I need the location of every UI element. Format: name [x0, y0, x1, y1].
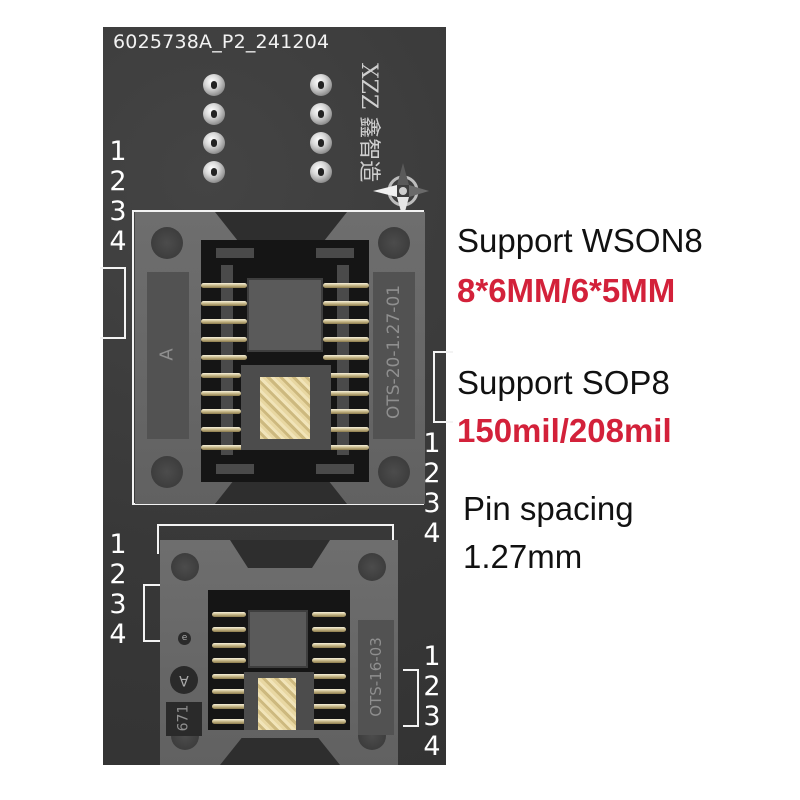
lower-thermal-pad	[258, 678, 296, 730]
lower-latch-bottom	[220, 738, 340, 765]
pin-number: 1	[109, 136, 127, 167]
wson8-chip	[247, 278, 323, 352]
corner-hole	[151, 456, 183, 488]
pin-number: 3	[423, 701, 441, 732]
adapter-board: 6025738A_P2_241204 XZZ 鑫智造 1 2 3 4	[100, 27, 453, 765]
spec-sop8-sizes: 150mil/208mil	[457, 412, 672, 449]
lower-wson8-chip	[248, 610, 308, 668]
corner-hole	[358, 553, 386, 581]
lower-model-text: OTS-16-03	[367, 637, 385, 717]
spec-pin-spacing-title: Pin spacing	[463, 490, 634, 527]
pin-number: 1	[423, 428, 441, 459]
board-part-number: 6025738A_P2_241204	[113, 31, 330, 53]
pin-number: 3	[109, 589, 127, 620]
contact-pin	[203, 103, 225, 125]
pin-rail	[337, 265, 349, 455]
pin1-marker-left-lower	[143, 584, 163, 642]
contact-pin	[310, 74, 332, 96]
brand-logo-latin: XZZ	[356, 63, 381, 110]
corner-hole	[378, 227, 410, 259]
pin-number: 3	[423, 488, 441, 519]
pin-number: 2	[423, 671, 441, 702]
pin-number: 2	[109, 559, 127, 590]
spec-wson8-title: Support WSON8	[457, 222, 703, 259]
pin-rail	[216, 464, 254, 474]
lower-code-label: 671	[166, 702, 202, 736]
pin-number: 2	[109, 166, 127, 197]
contact-pin	[203, 132, 225, 154]
pin-number: 4	[109, 619, 127, 650]
sop8-body	[241, 365, 331, 450]
lower-latch-top	[230, 540, 330, 568]
spec-pin-spacing-value: 1.27mm	[463, 538, 583, 575]
lower-mark-a: A	[170, 666, 198, 694]
lower-socket-outline	[157, 524, 394, 554]
lower-code-text: 671	[175, 704, 192, 732]
pin-rail	[316, 464, 354, 474]
pin1-marker-left	[100, 267, 126, 339]
pin-number: 1	[109, 529, 127, 560]
spec-wson8-sizes: 8*6MM/6*5MM	[457, 272, 676, 309]
lower-mark-e: e	[178, 632, 191, 645]
spec-sop8-title: Support SOP8	[457, 364, 670, 401]
pin1-marker-right-lower	[403, 669, 419, 727]
contact-pin	[310, 132, 332, 154]
corner-hole	[378, 456, 410, 488]
upper-socket-outline	[132, 210, 424, 505]
pin-rail	[316, 248, 354, 258]
pin-number: 4	[109, 226, 127, 257]
upper-model-text: OTS-20-1.27-01	[384, 284, 404, 419]
contact-pin	[203, 161, 225, 183]
upper-socket: A OTS-20-1.27-01	[135, 212, 425, 504]
pin-number: 3	[109, 196, 127, 227]
upper-side-mark-text: A	[156, 348, 178, 361]
upper-model-label: OTS-20-1.27-01	[373, 272, 415, 439]
thermal-pad	[260, 377, 310, 439]
pin-rail	[221, 265, 233, 455]
upper-side-mark: A	[147, 272, 189, 439]
contact-pin	[310, 161, 332, 183]
pin-rail	[216, 248, 254, 258]
pin-number: 2	[423, 458, 441, 489]
contact-pin	[310, 103, 332, 125]
pin-number: 1	[423, 641, 441, 672]
corner-hole	[171, 553, 199, 581]
lower-model-label: OTS-16-03	[358, 620, 394, 735]
lower-sop8-body	[244, 672, 314, 730]
pin-number: 4	[423, 518, 441, 549]
pin-number: 4	[423, 731, 441, 762]
compass-star-icon	[373, 163, 429, 219]
lower-cavity	[208, 590, 350, 730]
pin1-marker-right	[433, 351, 453, 423]
upper-latch-top	[215, 212, 347, 242]
corner-hole	[151, 227, 183, 259]
lower-socket: e A 671 OTS-16-03	[160, 540, 398, 765]
contact-pin	[203, 74, 225, 96]
brand-logo: XZZ 鑫智造	[356, 63, 387, 182]
upper-cavity	[201, 240, 369, 482]
